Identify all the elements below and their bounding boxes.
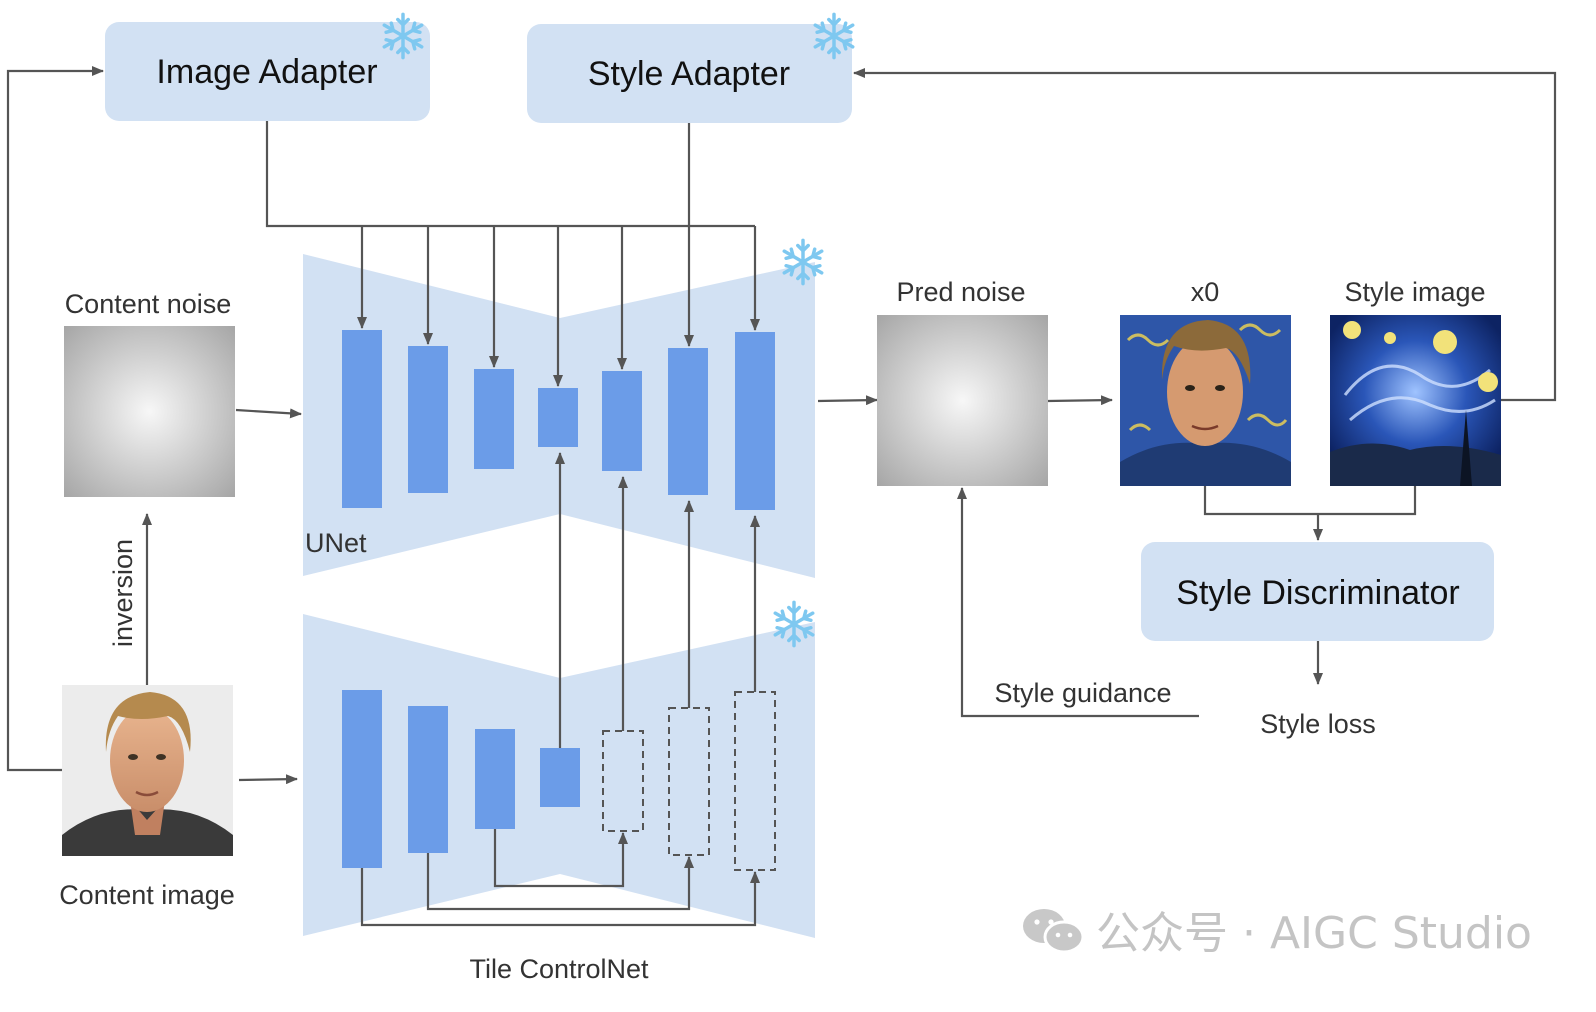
- unet-block: [474, 369, 514, 469]
- skip-connection: [493, 829, 628, 888]
- controlnet-block: [342, 690, 382, 868]
- unet-block: [735, 332, 775, 510]
- content-image-label: Content image: [59, 880, 235, 910]
- inversion-label: inversion: [108, 539, 138, 647]
- controlnet-dashed-block: [602, 730, 644, 832]
- unet-block: [602, 371, 642, 471]
- image-adapter-label: Image Adapter: [156, 53, 377, 91]
- unet-block: [538, 388, 578, 447]
- unet-label: UNet: [305, 528, 367, 558]
- style-loss-label: Style loss: [1260, 709, 1376, 739]
- tile-controlnet-label: Tile ControlNet: [469, 954, 649, 984]
- pred-noise-label: Pred noise: [896, 277, 1025, 307]
- content-noise-label: Content noise: [65, 289, 232, 319]
- connections: [6, 66, 1557, 927]
- unet-to-pred-noise: [817, 395, 878, 406]
- controlnet-block: [475, 729, 515, 829]
- style-adapter-box: [527, 24, 852, 123]
- x0-image: [1120, 315, 1291, 486]
- unet-blocks: [342, 330, 775, 510]
- content-image-to-controlnet: [238, 774, 298, 785]
- style-discriminator-label: Style Discriminator: [1176, 574, 1459, 612]
- skip-connection: [426, 853, 694, 911]
- controlnet-block: [408, 706, 448, 853]
- wechat-icon: [1023, 909, 1085, 954]
- image-adapter-bus: [265, 121, 755, 228]
- style-image-to-style-adapter: [853, 68, 1557, 402]
- content-noise-to-unet: [235, 408, 302, 419]
- image-adapter-box: [105, 22, 430, 121]
- style-adapter-label: Style Adapter: [588, 55, 790, 93]
- skip-connection: [360, 868, 760, 927]
- content-noise-image: [64, 326, 235, 497]
- style-discriminator-box: [1141, 542, 1494, 641]
- pred-noise-image: [877, 315, 1048, 486]
- unet-block: [668, 348, 708, 495]
- x0-style-merge: [1203, 486, 1417, 516]
- style-image: [1330, 315, 1501, 486]
- style-image-label: Style image: [1344, 277, 1485, 307]
- watermark-text: 公众号 · AIGC Studio: [1096, 908, 1532, 959]
- pred-noise-to-x0: [1047, 395, 1113, 406]
- x0-label: x0: [1191, 277, 1220, 307]
- unet-block: [342, 330, 382, 508]
- style-guidance-arrow: [957, 487, 1199, 718]
- unet-block: [408, 346, 448, 493]
- content-image: [62, 685, 233, 856]
- controlnet-block: [540, 748, 580, 807]
- content-image-to-image-adapter: [6, 66, 104, 772]
- controlnet-dashed-block: [668, 707, 710, 856]
- controlnet-blocks: [342, 690, 776, 871]
- style-guidance-label: Style guidance: [994, 678, 1171, 708]
